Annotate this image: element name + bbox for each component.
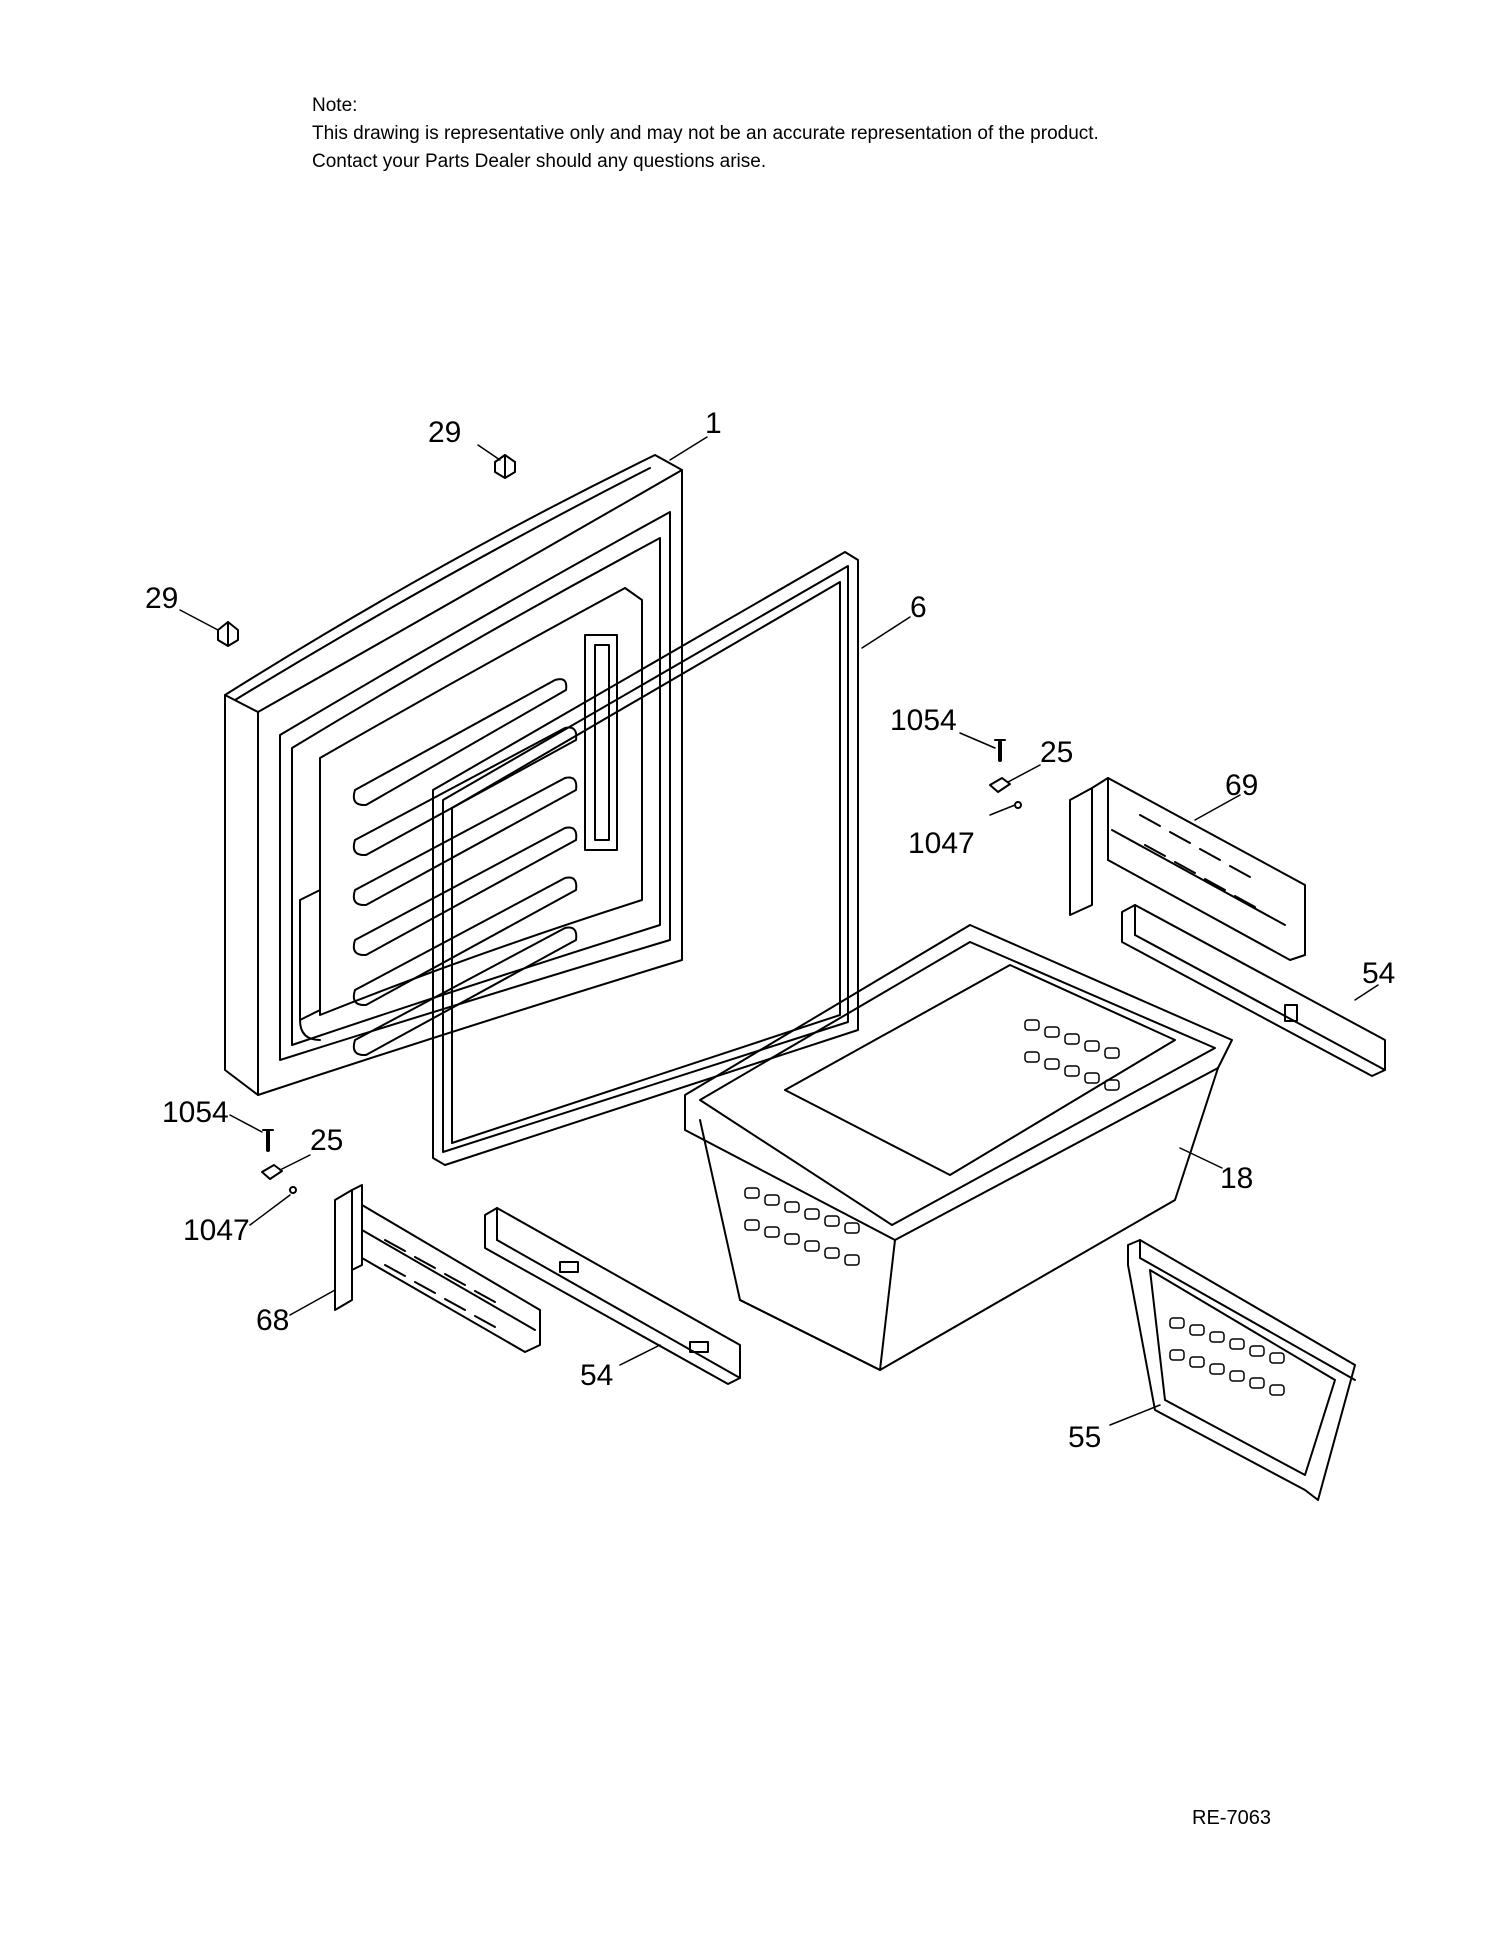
callout-1047-right: 1047: [908, 827, 975, 860]
callout-18: 18: [1220, 1162, 1253, 1195]
callout-1: 1: [705, 407, 722, 440]
callout-55: 55: [1068, 1421, 1101, 1454]
note-line-1: This drawing is representative only and …: [312, 123, 1099, 144]
note-heading: Note:: [312, 95, 358, 116]
drawer-slide-right: [1122, 905, 1385, 1076]
drawer-divider: [1128, 1240, 1355, 1500]
callout-68: 68: [256, 1304, 289, 1337]
callout-69: 69: [1225, 769, 1258, 802]
callout-29-side: 29: [145, 582, 178, 615]
callout-29-top: 29: [428, 416, 461, 449]
drawing-code: RE-7063: [1192, 1807, 1271, 1829]
hinge-pin-side: [218, 622, 238, 646]
screw-right: [995, 740, 1005, 760]
callout-54-right: 54: [1362, 957, 1395, 990]
callout-1047-left: 1047: [183, 1214, 250, 1247]
callout-1054-right: 1054: [890, 704, 957, 737]
nut-right: [1014, 801, 1022, 809]
callout-25-right: 25: [1040, 736, 1073, 769]
freezer-door: [225, 455, 682, 1095]
leader-lines: [179, 436, 1379, 1426]
drawer-slide-left: [485, 1208, 740, 1384]
screw-left: [263, 1130, 273, 1150]
nut-left: [289, 1186, 297, 1194]
clip-right: [990, 778, 1010, 792]
disclaimer-note: Note: This drawing is representative onl…: [312, 92, 1099, 176]
callout-labels: 29 1 29 6 1054 25 69 1047 54 18 1054 25 …: [145, 407, 1395, 1454]
callout-1054-left: 1054: [162, 1096, 229, 1129]
callout-25-left: 25: [310, 1124, 343, 1157]
drawer-bracket-right: [1070, 778, 1305, 960]
drawer-bracket-left: [335, 1185, 540, 1352]
door-gasket: [433, 552, 858, 1165]
callout-6: 6: [910, 591, 927, 624]
callout-54-left: 54: [580, 1359, 613, 1392]
clip-left: [262, 1165, 282, 1179]
note-line-2: Contact your Parts Dealer should any que…: [312, 151, 767, 172]
drawer-basket: [685, 925, 1232, 1370]
